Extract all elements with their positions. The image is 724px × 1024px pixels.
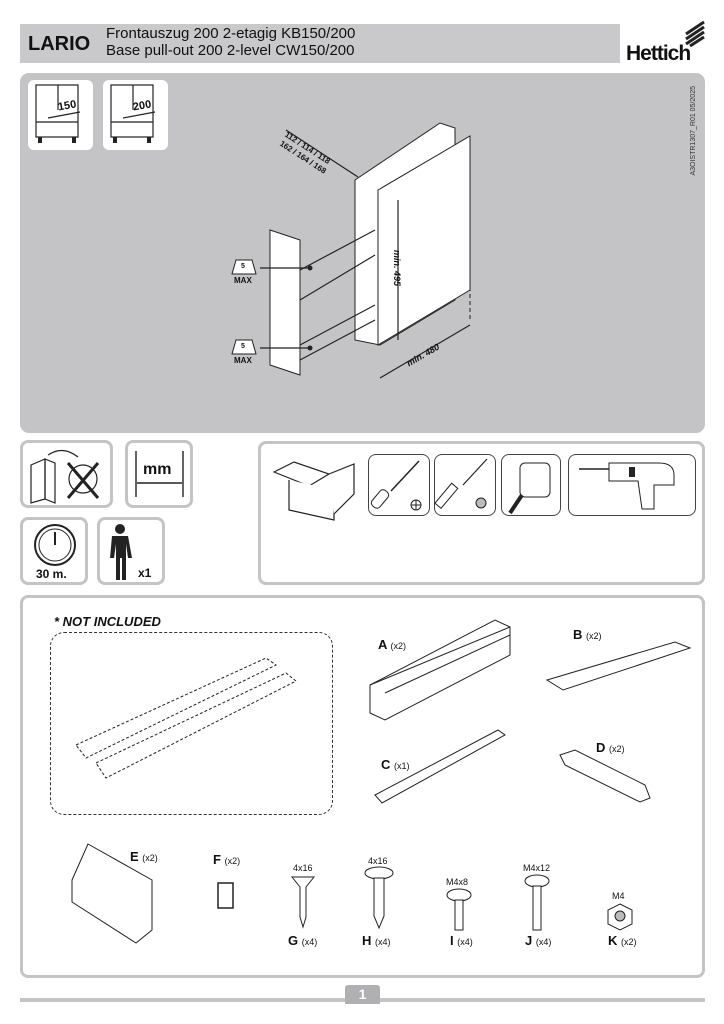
part-qty: (x4) [375,937,391,947]
toolbox-icon [272,461,355,521]
part-c-rail-icon [374,729,506,804]
part-letter: E [130,849,139,864]
part-g-countersunk-screw-icon [290,876,316,929]
page-number: 1 [345,985,380,1004]
logo-text: Hettich [626,42,691,65]
part-a-basket-icon [369,619,511,721]
part-i-machine-screw-icon [446,888,472,931]
read-instructions-box [20,440,113,508]
part-letter: B [573,627,583,642]
min-height-label: min. 495 [392,250,402,287]
load-max-label: MAX [234,356,252,365]
tools-panel [258,441,705,585]
part-h-panhead-screw-icon [364,866,394,930]
cabinet-150-card: 150 [28,80,93,150]
part-letter: F [213,852,221,867]
part-qty: (x2) [609,744,625,754]
title-english: Base pull-out 200 2-level CW150/200 [106,42,355,59]
part-j-size: M4x12 [523,863,551,873]
pullout-dimension-drawing [231,122,471,379]
part-k-label: K (x2) [608,933,637,948]
part-letter: J [525,933,533,948]
brand-name: LARIO [28,33,91,55]
part-qty: (x2) [390,641,407,651]
part-qty: (x2) [224,856,241,866]
part-qty: (x2) [586,631,602,641]
part-letter: A [378,637,387,652]
no-discard-instructions-icon [30,449,100,504]
part-b-label: B (x2) [573,627,602,642]
cabinet-200-card: 200 [103,80,168,150]
cabinet-icon [110,84,156,143]
tape-measure-icon [508,462,551,515]
part-letter: D [596,740,606,755]
drawer-runner-icon [75,657,297,779]
cabinet-icon [35,84,81,143]
part-k-nut-icon [607,903,633,931]
part-letter: K [608,933,618,948]
load-weight: 5 [241,343,245,350]
time-label: 30 m. [36,567,67,581]
title-german: Frontauszug 200 2-etagig KB150/200 [106,25,356,42]
part-j-label: J (x4) [525,933,551,948]
unit-label: mm [143,461,172,478]
persons-label: x1 [138,566,152,580]
tape-measure-tool [501,454,561,516]
awl-icon [434,458,488,510]
load-max-label: MAX [234,276,252,285]
part-j-machine-screw-icon [524,874,550,931]
part-h-label: H (x4) [362,933,391,948]
part-d-bracket-icon [559,749,651,803]
logo-stripes-icon [685,20,705,48]
phillips-screwdriver-tool [368,454,430,516]
drill-tool [568,454,696,516]
measure-arrow-icon [135,451,184,497]
part-i-size: M4x8 [446,877,469,887]
part-letter: G [288,933,299,948]
part-k-size: M4 [612,891,625,901]
part-f-spacer-icon [217,882,234,909]
not-included-runners-box [50,632,333,815]
load-weight: 5 [241,263,245,270]
units-box: mm [125,440,193,508]
drill-icon [579,462,675,510]
awl-tool [434,454,496,516]
part-letter: C [381,757,391,772]
part-qty: (x4) [535,937,552,947]
part-letter: H [362,933,372,948]
part-g-label: G (x4) [288,933,317,948]
part-qty: (x1) [394,761,410,771]
persons-box: x1 [97,517,165,585]
clock-icon [34,524,76,566]
part-g-size: 4x16 [293,863,313,873]
part-a-label: A (x2) [378,637,406,652]
hettich-logo: Hettich [624,18,714,66]
part-qty: (x4) [301,937,318,947]
header-bar [20,24,620,63]
part-f-label: F (x2) [213,852,240,867]
not-included-label: * NOT INCLUDED [54,614,161,629]
part-b-strip-icon [545,641,692,691]
part-d-label: D (x2) [596,740,625,755]
time-box: 30 m. [20,517,88,585]
part-qty: (x2) [142,853,158,863]
part-e-label: E (x2) [130,849,158,864]
part-qty: (x2) [621,937,637,947]
part-c-label: C (x1) [381,757,410,772]
part-e-cover-icon [71,843,153,944]
part-letter: I [450,933,454,948]
part-i-label: I (x4) [450,933,473,948]
part-h-size: 4x16 [368,856,388,866]
part-qty: (x4) [457,937,473,947]
person-icon [110,524,132,580]
screwdriver-icon [370,460,422,511]
